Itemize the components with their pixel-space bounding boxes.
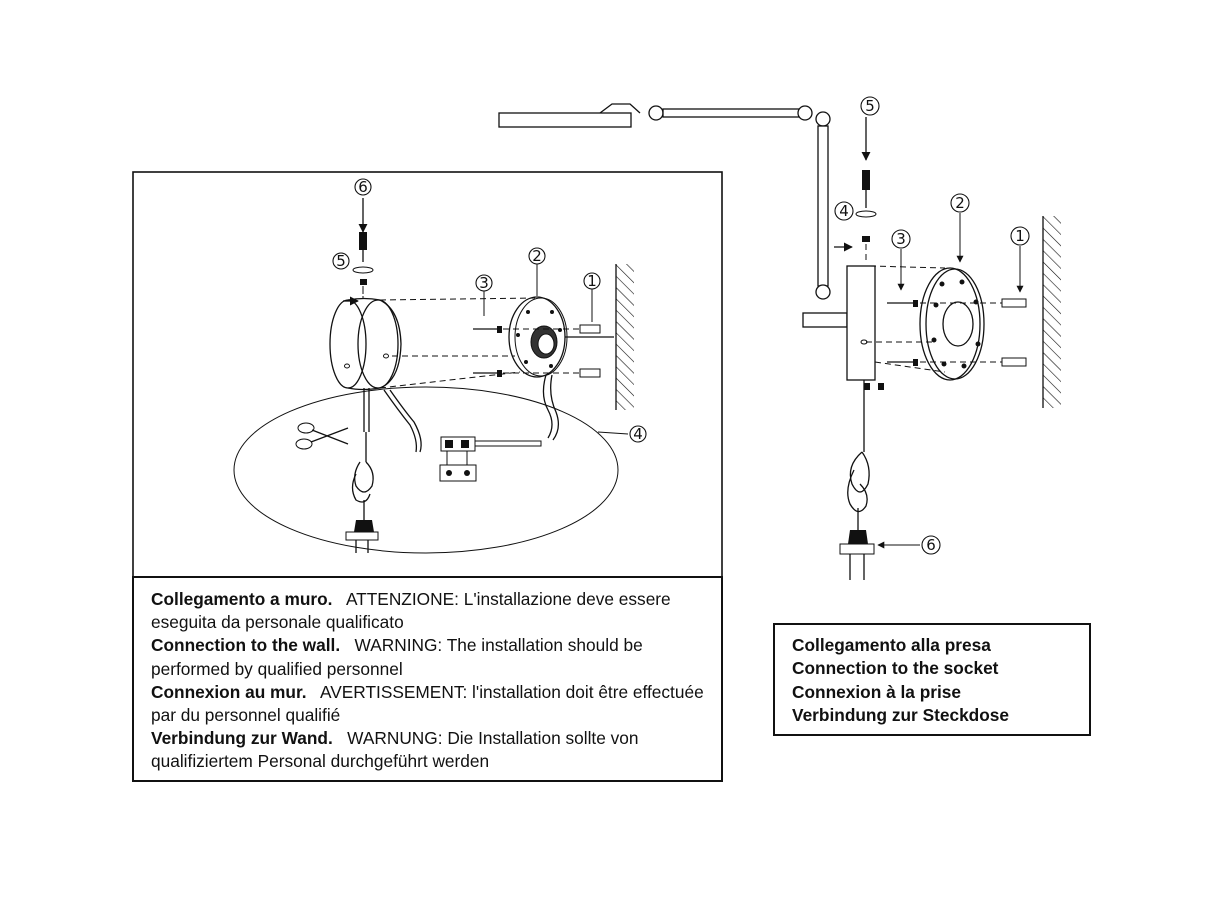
wall-caption-de: Verbindung zur Wand. WARNUNG: Die Instal… — [151, 727, 705, 773]
right-screws — [864, 265, 1027, 390]
svg-text:4: 4 — [633, 425, 643, 443]
left-wall-hatch — [615, 264, 634, 410]
wall-caption-fr: Connexion au mur. AVERTISSEMENT: l'insta… — [151, 681, 705, 727]
svg-text:6: 6 — [926, 536, 936, 554]
svg-text:2: 2 — [532, 247, 542, 265]
socket-connection-caption: Collegamento alla presa Connection to th… — [773, 623, 1091, 736]
wall-caption-en-title: Connection to the wall. — [151, 635, 341, 656]
right-callout-6: 6 — [921, 535, 941, 555]
left-callout-5: 5 — [332, 252, 350, 270]
lamp-base-box — [839, 265, 876, 580]
right-socket-diagram: 5 4 3 2 1 6 — [498, 96, 1061, 580]
wall-caption-de-warning: WARNUNG: Die Installation sollte von qua… — [151, 728, 639, 772]
scissors-icon — [295, 422, 349, 450]
right-wall-hatch — [1042, 216, 1061, 408]
lamp-arm — [498, 103, 848, 328]
svg-text:5: 5 — [865, 97, 875, 115]
svg-text:6: 6 — [358, 178, 368, 196]
socket-caption-it: Collegamento alla presa — [792, 635, 991, 655]
terminal-bracket — [439, 436, 542, 482]
socket-caption-fr: Connexion à la prise — [792, 681, 962, 702]
left-callout-6: 6 — [354, 178, 372, 196]
svg-text:5: 5 — [336, 252, 346, 270]
detail-ellipse — [233, 386, 619, 554]
left-callout-3: 3 — [475, 274, 493, 292]
wall-caption-en-warning: WARNING: The installation should be perf… — [151, 635, 643, 679]
left-cable-detail — [345, 389, 422, 553]
wall-caption-fr-title: Connexion au mur. — [151, 681, 307, 702]
left-top-screw — [343, 198, 374, 306]
left-wall-diagram: 6 5 3 2 1 4 — [132, 171, 723, 578]
left-callout-1: 1 — [583, 272, 601, 290]
svg-text:2: 2 — [955, 194, 965, 212]
right-callout-5: 5 — [860, 96, 880, 116]
right-wall-plate — [919, 267, 985, 381]
left-callout-4: 4 — [629, 425, 647, 443]
right-top-screw — [834, 117, 877, 262]
wall-caption-it-warning: ATTENZIONE: L'installazione deve essere … — [151, 589, 671, 633]
svg-text:1: 1 — [587, 272, 597, 290]
right-callout-1: 1 — [1010, 226, 1030, 246]
svg-text:3: 3 — [896, 230, 906, 248]
wall-connection-caption: Collegamento a muro. ATTENZIONE: L'insta… — [132, 576, 723, 782]
shade-ring — [329, 297, 402, 432]
right-callout-2: 2 — [950, 193, 970, 213]
right-callout-3: 3 — [891, 229, 911, 249]
wall-caption-fr-warning: AVERTISSEMENT: l'installation doit être … — [151, 681, 704, 726]
wall-caption-it: Collegamento a muro. ATTENZIONE: L'insta… — [151, 588, 705, 634]
left-callout-2: 2 — [528, 247, 546, 265]
svg-text:1: 1 — [1015, 227, 1025, 245]
left-screws — [379, 297, 601, 389]
socket-caption-en: Connection to the socket — [792, 658, 999, 679]
left-wall-plate — [508, 296, 614, 441]
wall-caption-it-title: Collegamento a muro. — [151, 589, 333, 609]
right-callout-4: 4 — [834, 201, 854, 221]
socket-caption-de: Verbindung zur Steckdose — [792, 704, 1010, 725]
svg-text:3: 3 — [479, 274, 489, 292]
wall-caption-de-title: Verbindung zur Wand. — [151, 728, 333, 749]
wall-caption-en: Connection to the wall. WARNING: The ins… — [151, 634, 705, 680]
svg-text:4: 4 — [839, 202, 849, 220]
